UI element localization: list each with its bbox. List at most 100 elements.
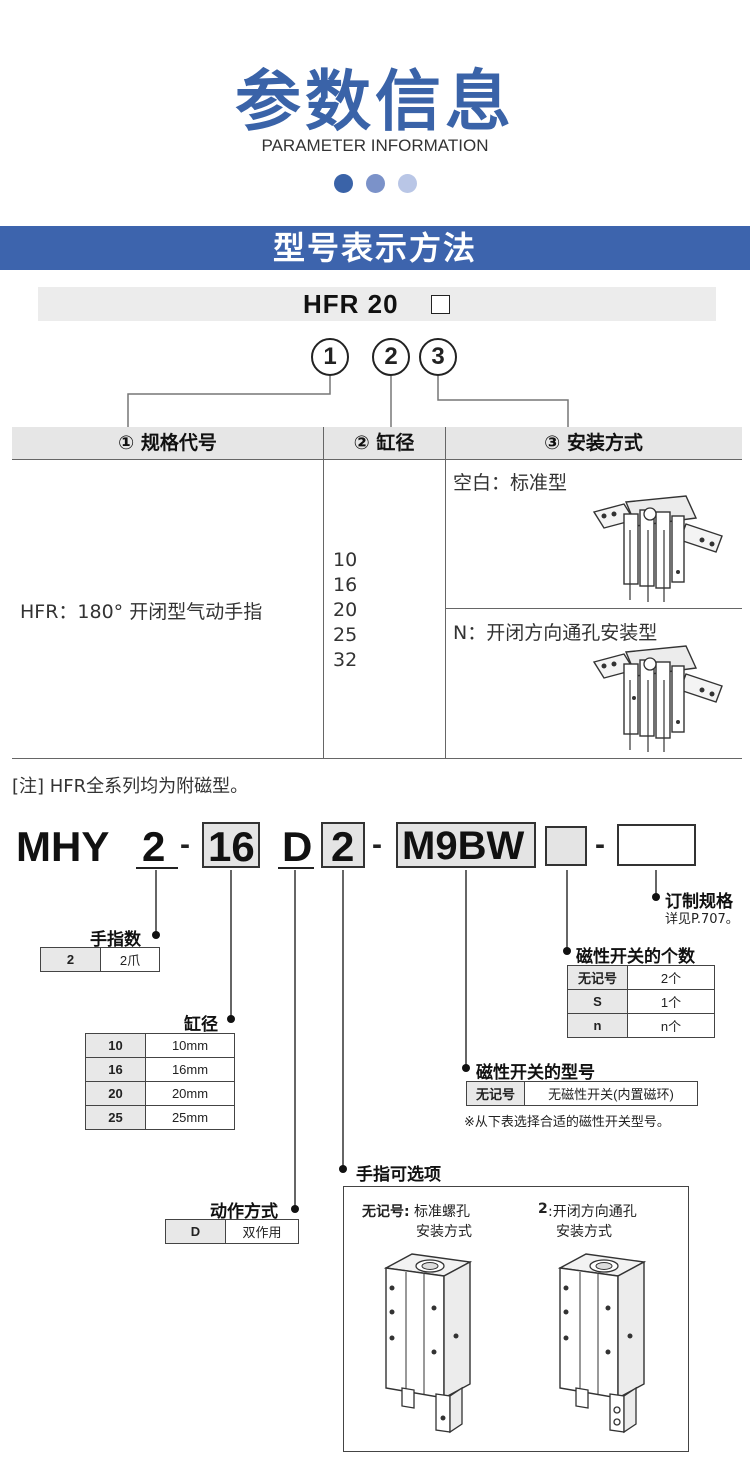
code-underline (278, 867, 314, 869)
table-row: 无记号无磁性开关(内置磁环) (466, 1081, 698, 1106)
page-title: 参数信息 (235, 63, 515, 140)
fingers-label: 手指数 (90, 930, 141, 950)
bore-code: 10 (85, 1033, 146, 1058)
model-code-bar (38, 287, 716, 321)
bore-code-box (202, 822, 260, 868)
leader-dot (291, 1205, 299, 1213)
decor-dots (0, 174, 750, 193)
mhy-action-code: D (282, 823, 313, 870)
leader-dot (339, 1165, 347, 1173)
gripper-option-standard-image (383, 1253, 473, 1434)
custom-spec-label: 订制规格 (665, 892, 733, 912)
finger-option-2-line2: 安装方式 (556, 1224, 612, 1240)
finger-option-1-key: 无记号: (362, 1204, 410, 1220)
spec-code-value: HFR：180° 开闭型气动手指 (20, 601, 263, 623)
marker-3: 3 (419, 338, 457, 376)
leader-dot (462, 1064, 470, 1072)
fingers-value: 2爪 (100, 947, 160, 972)
code-dash: - (180, 828, 190, 861)
switch-model-value: 无磁性开关(内置磁环) (524, 1081, 698, 1106)
finger-option-2-line1: :开闭方向通孔 (548, 1204, 637, 1220)
switch-count-value: n个 (627, 1013, 715, 1038)
switch-model-label: 磁性开关的型号 (476, 1063, 595, 1083)
table-header-mount: ③ 安装方式 (544, 432, 643, 454)
finger-option-1-line1: 标准螺孔 (414, 1204, 470, 1220)
custom-spec-note: 详见P.707。 (665, 912, 739, 927)
leader-dot (227, 1015, 235, 1023)
table-header-spec-code: ① 规格代号 (118, 432, 217, 454)
bore-value: 20 (333, 599, 358, 621)
bore-size: 10mm (145, 1033, 235, 1058)
table-header-bore: ② 缸径 (353, 432, 415, 454)
finger-option-1-line2: 安装方式 (416, 1224, 472, 1240)
switch-count-code: 无记号 (567, 965, 628, 990)
action-value: 双作用 (225, 1219, 299, 1244)
gripper-through-hole-image (592, 645, 723, 752)
series-note: [注] HFR全系列均为附磁型。 (12, 776, 249, 797)
leader-dot (152, 931, 160, 939)
gripper-option-through-hole-image (557, 1253, 647, 1434)
switch-count-box (545, 826, 587, 866)
bore-value: 32 (333, 649, 358, 671)
switch-model-table: 无记号无磁性开关(内置磁环) (466, 1081, 698, 1106)
bore-value: 25 (333, 624, 358, 646)
switch-count-code: S (567, 989, 628, 1014)
model-code-option-box (431, 295, 450, 314)
decor-dot-2 (365, 174, 385, 193)
bore-size: 16mm (145, 1057, 235, 1082)
switch-count-value: 2个 (627, 965, 715, 990)
leader-dot (652, 893, 660, 901)
code-underline (136, 867, 178, 869)
mount-standard: 空白：标准型 (453, 472, 568, 494)
table-divider (445, 427, 446, 759)
switch-model-note: ※从下表选择合适的磁性开关型号。 (464, 1115, 670, 1130)
page-subtitle: PARAMETER INFORMATION (261, 136, 489, 155)
decor-dot-3 (397, 174, 417, 193)
section-title-band: 型号表示方法 (0, 226, 750, 270)
switch-count-value: 1个 (627, 989, 715, 1014)
bore-size: 25mm (145, 1105, 235, 1130)
switch-count-code: n (567, 1013, 628, 1038)
model-code-text: HFR 20 (303, 289, 399, 319)
code-dash: - (595, 828, 605, 861)
marker-1: 1 (311, 338, 349, 376)
bore-value: 16 (333, 574, 358, 596)
decor-dot-1 (333, 174, 353, 193)
action-label: 动作方式 (210, 1202, 278, 1222)
custom-spec-box (617, 824, 696, 866)
switch-model-box (396, 822, 536, 868)
bore-code: 16 (85, 1057, 146, 1082)
mhy-connector-lines (155, 870, 657, 1209)
action-code: D (165, 1219, 226, 1244)
table-divider (323, 427, 324, 759)
finger-options-box (343, 1186, 689, 1452)
finger-options-label: 手指可选项 (356, 1165, 441, 1185)
bore-size: 20mm (145, 1081, 235, 1106)
bore-label: 缸径 (184, 1015, 218, 1035)
switch-model-code: 无记号 (466, 1081, 525, 1106)
switch-count-label: 磁性开关的个数 (576, 947, 695, 967)
mount-n: N：开闭方向通孔安装型 (453, 622, 658, 644)
fingers-table: 2 2爪 (40, 947, 160, 972)
code-dash: - (372, 828, 382, 861)
bore-value: 10 (333, 549, 358, 571)
hfr-spec-table-header (12, 427, 742, 460)
hfr-connector-lines (127, 376, 569, 427)
bore-code: 25 (85, 1105, 146, 1130)
mhy-switch-code: M9BW (402, 824, 525, 868)
mhy-bore-code: 16 (208, 823, 255, 870)
finger-option-box (321, 822, 365, 868)
mhy-series: MHY (16, 823, 110, 870)
finger-option-2-key: 2 (538, 1201, 548, 1217)
